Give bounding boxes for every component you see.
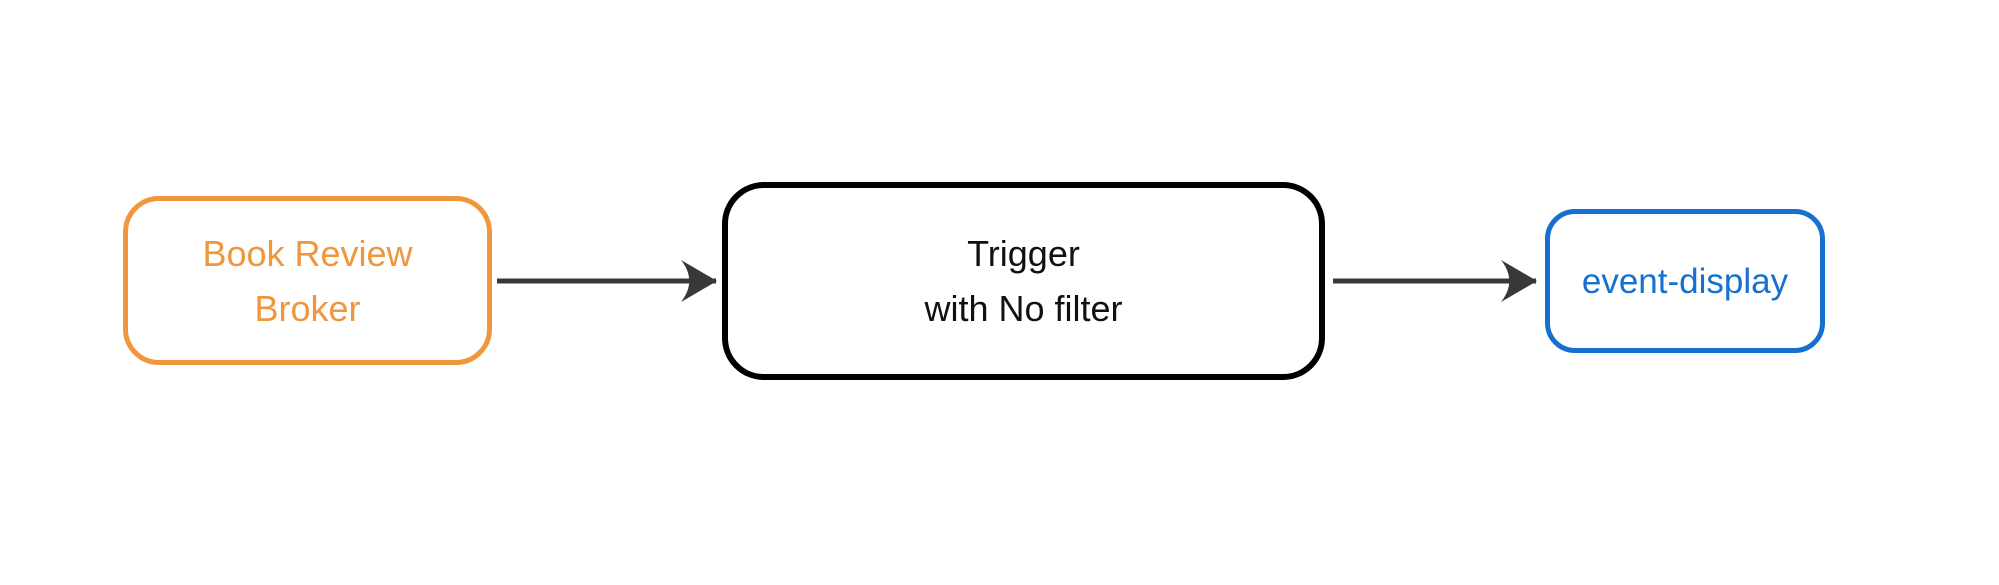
node-event-display: event-display — [1545, 209, 1825, 353]
node-trigger-with-no-filter: Trigger with No filter — [722, 182, 1325, 380]
node-book-review-broker: Book Review Broker — [123, 196, 492, 365]
node-book-review-broker-label-line2: Broker — [254, 287, 361, 329]
node-trigger-label-line1: Trigger — [967, 233, 1080, 274]
node-trigger-label-line2: with No filter — [924, 288, 1123, 329]
node-book-review-broker-label-line1: Book Review — [202, 232, 413, 274]
node-event-display-label: event-display — [1581, 261, 1789, 301]
